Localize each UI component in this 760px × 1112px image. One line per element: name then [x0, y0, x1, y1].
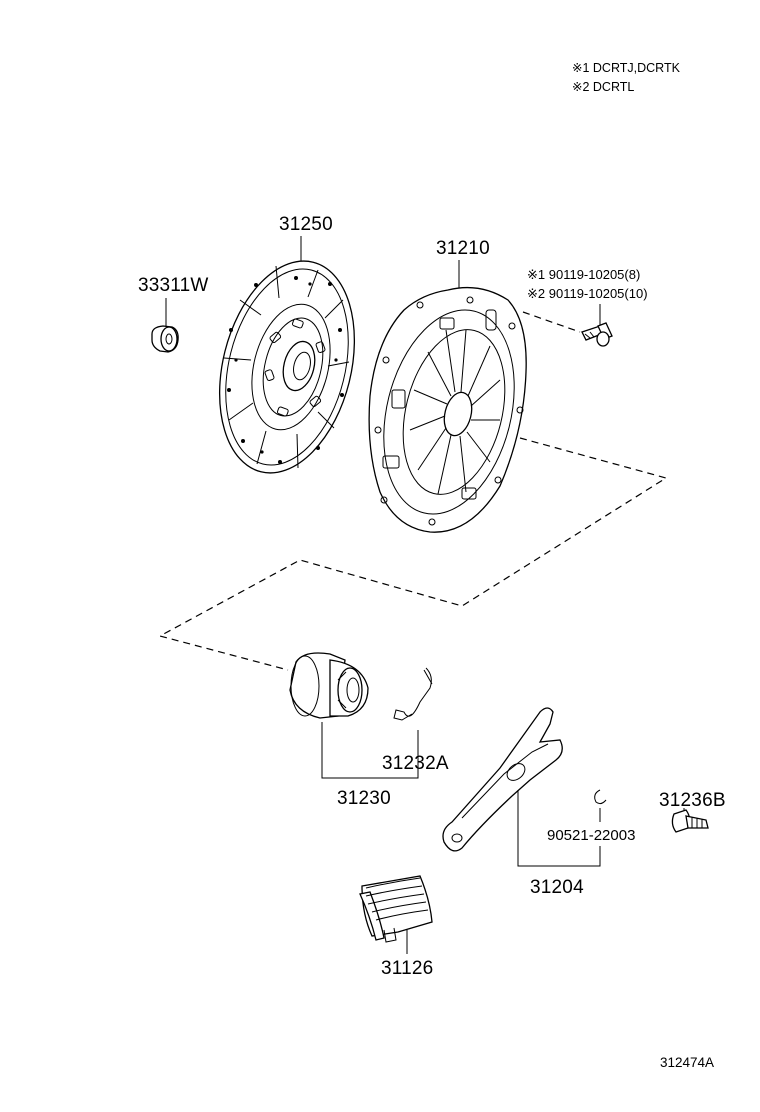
- ring-90521-drawing: [594, 789, 607, 805]
- alignment-line-bolt: [522, 311, 581, 333]
- label-31232A[interactable]: 31232A: [382, 753, 449, 774]
- label-31210[interactable]: 31210: [436, 238, 490, 259]
- alignment-line-cover: [158, 437, 668, 671]
- label-bolt-variant-2[interactable]: ※2 90119-10205(10): [527, 286, 648, 301]
- label-31230[interactable]: 31230: [337, 788, 391, 809]
- note-line-2: ※2 DCRTL: [572, 80, 634, 94]
- bushing-33311W-drawing: [151, 298, 179, 353]
- label-31236B[interactable]: 31236B: [659, 790, 726, 811]
- label-31204[interactable]: 31204: [530, 877, 584, 898]
- label-33311W[interactable]: 33311W: [138, 275, 209, 296]
- bolt-90119-drawing: [581, 304, 613, 347]
- leader-31204: [517, 790, 601, 867]
- label-31250[interactable]: 31250: [279, 214, 333, 235]
- release-bearing-31230-drawing: [289, 652, 369, 719]
- clip-31232A-drawing: [393, 667, 433, 721]
- diagram-code: 312474A: [660, 1055, 714, 1070]
- boot-31126-drawing: [359, 875, 433, 943]
- release-fork-31204-drawing: [442, 707, 563, 852]
- pivot-bolt-31236B-drawing: [671, 808, 709, 833]
- label-90521-22003[interactable]: 90521-22003: [547, 827, 635, 844]
- clutch-cover-31210-drawing: [368, 260, 527, 533]
- clutch-disc-31250-drawing: [218, 236, 356, 474]
- leader-31230: [321, 722, 419, 779]
- label-bolt-variant-1[interactable]: ※1 90119-10205(8): [527, 267, 640, 282]
- note-line-1: ※1 DCRTJ,DCRTK: [572, 61, 681, 75]
- label-31126[interactable]: 31126: [381, 958, 433, 979]
